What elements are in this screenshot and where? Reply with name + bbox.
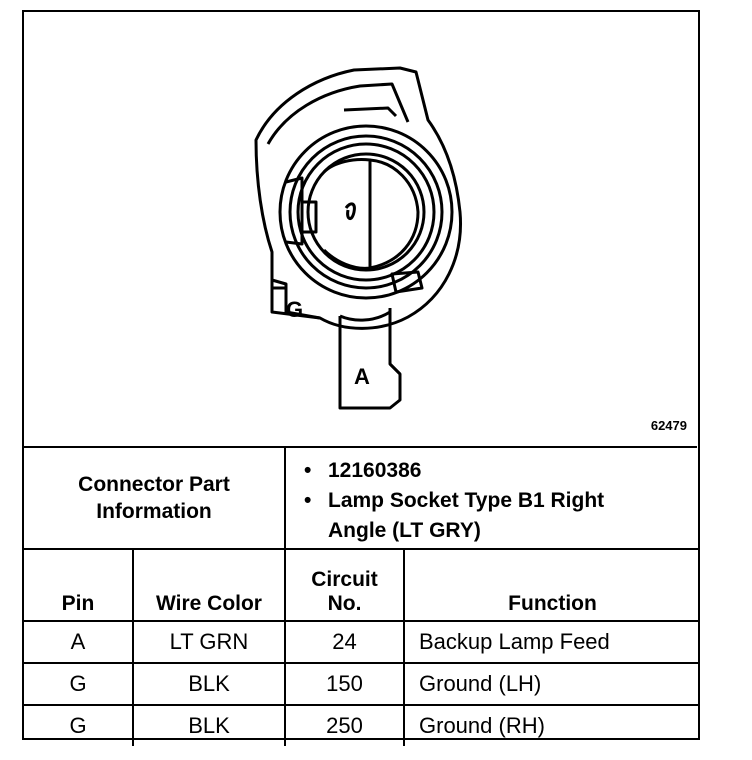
connector-illustration: G A 62479 (24, 12, 697, 448)
header-function: Function (403, 548, 700, 622)
row-wire-color: BLK (132, 704, 286, 746)
socket-type: Lamp Socket Type B1 Right (304, 486, 700, 516)
table-row: A LT GRN 24 Backup Lamp Feed (24, 620, 700, 664)
pin-label-g: G (286, 297, 303, 322)
row-wire-color: LT GRN (132, 620, 286, 664)
info-label-cell: Connector Part Information (24, 448, 286, 550)
info-list-cell: 12160386 Lamp Socket Type B1 Right Angle… (284, 448, 700, 550)
header-wire-color: Wire Color (132, 548, 286, 622)
table-row: G BLK 150 Ground (LH) (24, 662, 700, 706)
row-function: Backup Lamp Feed (403, 620, 700, 664)
info-label-line1: Connector Part (78, 473, 230, 496)
header-circuit-line2: No. (327, 592, 362, 615)
figure-number: 62479 (650, 418, 687, 433)
pin-label-a: A (354, 364, 370, 389)
row-pin: A (24, 620, 134, 664)
row-circuit: 250 (284, 704, 405, 746)
row-function: Ground (RH) (403, 704, 700, 746)
row-wire-color: BLK (132, 662, 286, 706)
row-circuit: 24 (284, 620, 405, 664)
connector-table: Connector Part Information 12160386 Lamp… (24, 448, 700, 746)
info-label-line2: Information (96, 500, 212, 523)
socket-type-continued: Angle (LT GRY) (328, 519, 481, 542)
header-pin: Pin (24, 548, 134, 622)
info-row: Connector Part Information 12160386 Lamp… (24, 448, 700, 550)
part-number: 12160386 (304, 456, 700, 486)
row-function: Ground (LH) (403, 662, 700, 706)
row-pin: G (24, 704, 134, 746)
connector-frame: G A 62479 Connector Part Information 121… (22, 10, 700, 746)
header-circuit-line1: Circuit (311, 568, 378, 591)
lamp-socket-drawing: G A (254, 66, 463, 410)
header-row: Pin Wire Color Circuit No. Function (24, 548, 700, 622)
header-circuit: Circuit No. (284, 548, 405, 622)
table-row: G BLK 250 Ground (RH) (24, 704, 700, 746)
row-circuit: 150 (284, 662, 405, 706)
row-pin: G (24, 662, 134, 706)
